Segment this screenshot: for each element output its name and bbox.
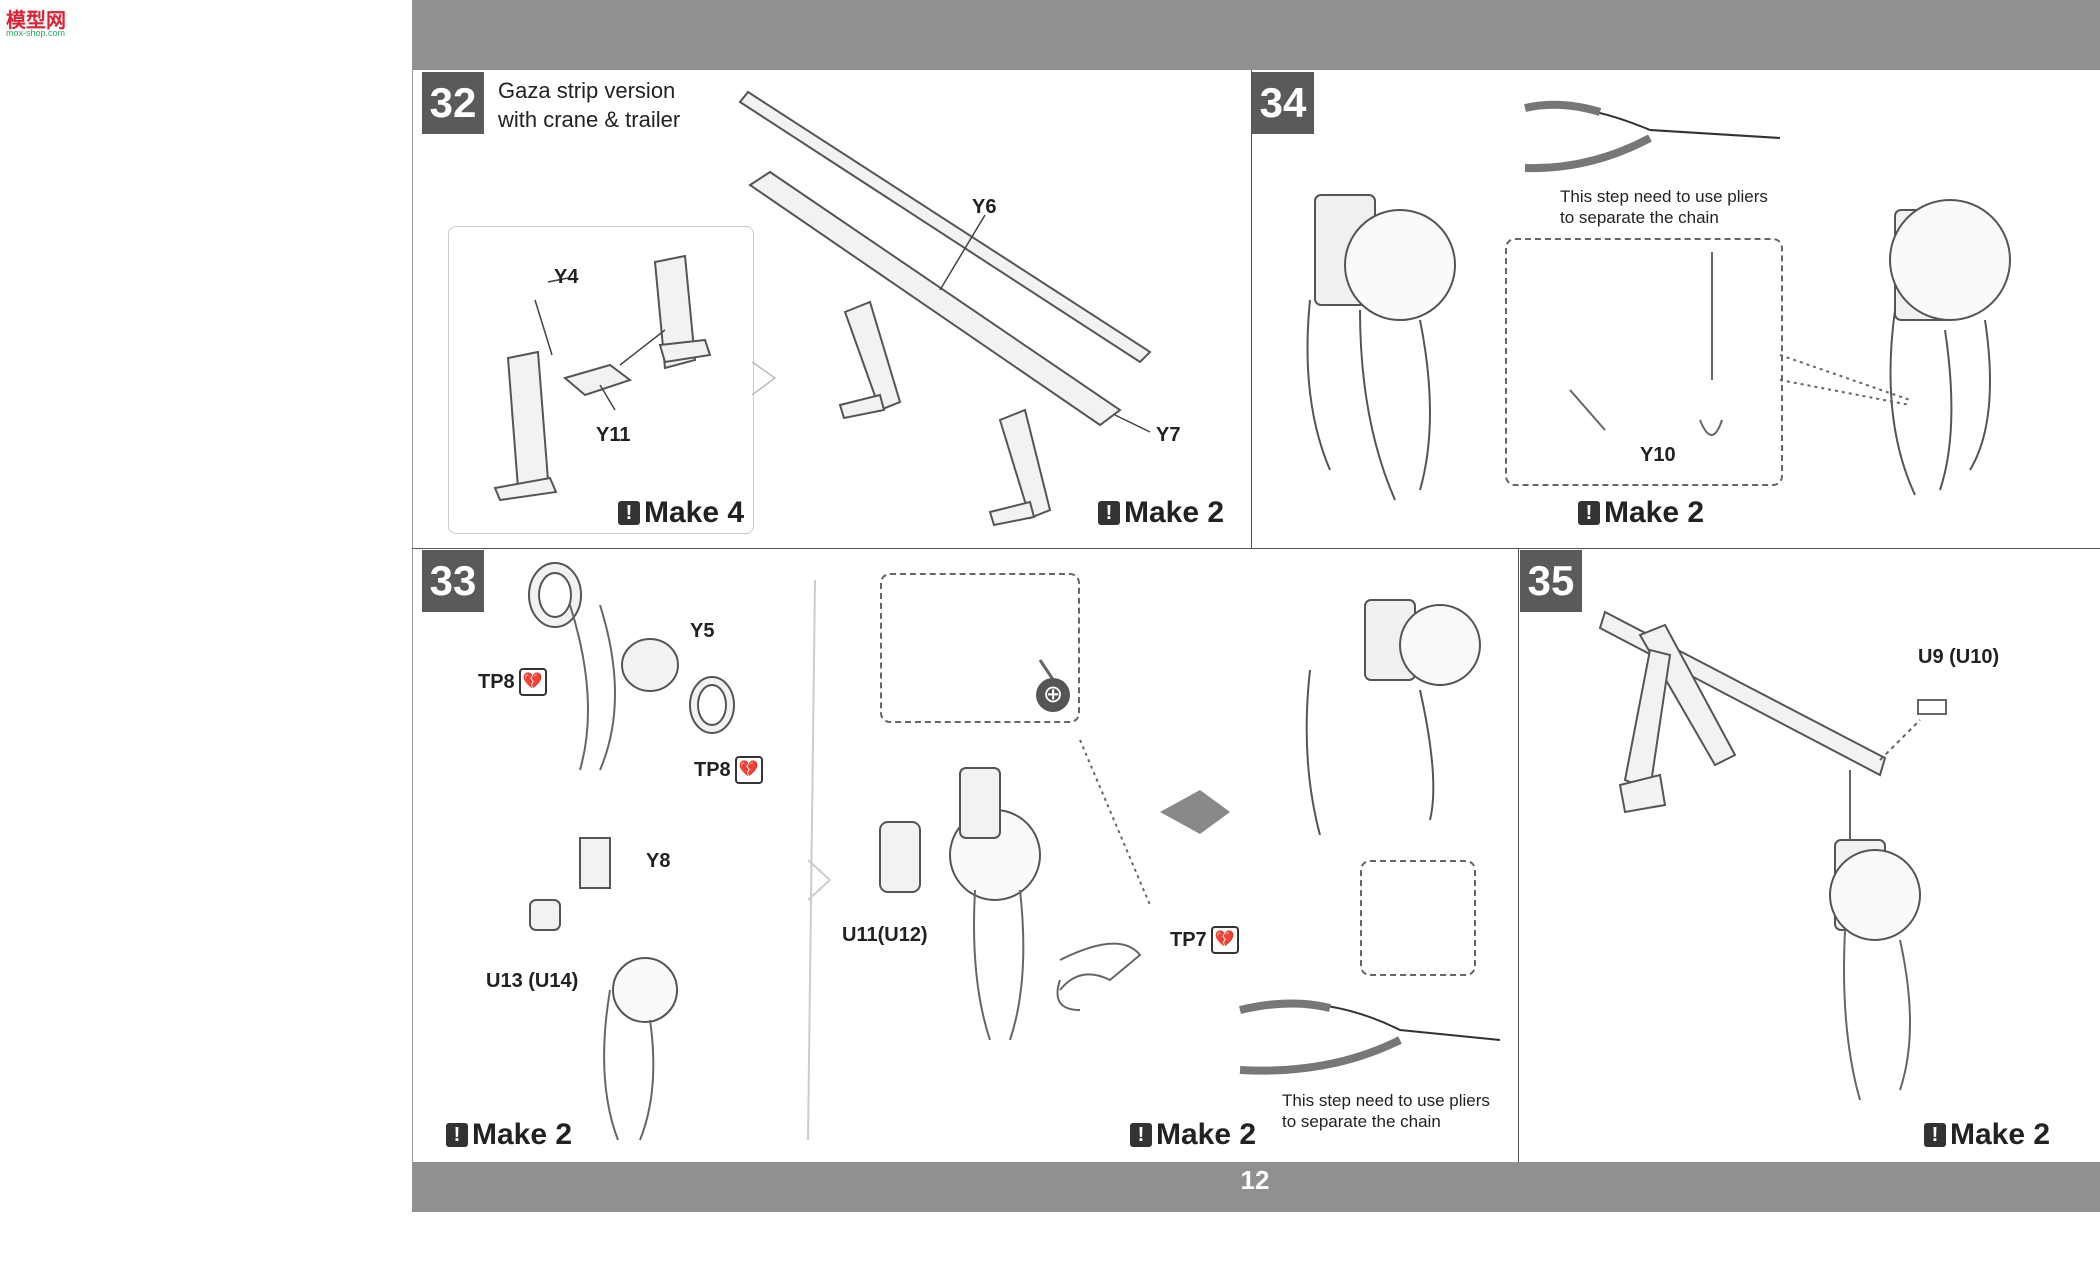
site-logo: 模型网 xyxy=(6,10,66,32)
broken-heart-icon: 💔 xyxy=(734,756,763,784)
page-number: 12 xyxy=(1240,1165,1270,1195)
part-label-y5: Y5 xyxy=(690,620,715,642)
exclamation-icon: ! xyxy=(1098,501,1120,525)
part-label-u11-u12: U11(U12) xyxy=(842,924,928,946)
broken-heart-icon: 💔 xyxy=(1210,926,1239,954)
arrow-right-icon xyxy=(1160,790,1230,834)
tp7-text: TP7 xyxy=(1170,928,1207,951)
part-label-y7: Y7 xyxy=(1156,424,1181,446)
part-label-u9-u10: U9 (U10) xyxy=(1918,646,2000,668)
exclamation-icon: ! xyxy=(618,501,640,525)
pliers-note-top: This step need to use pliers to separate… xyxy=(1560,186,1768,228)
detail-inset-chain xyxy=(1505,238,1783,486)
pliers-note-bottom: This step need to use pliers to separate… xyxy=(1282,1090,1490,1132)
col-divider-bottom xyxy=(1518,548,1519,1162)
step-number-34: 34 xyxy=(1252,72,1314,134)
pliers-note-line2: to separate the chain xyxy=(1282,1112,1441,1131)
subassembly-frame xyxy=(448,226,754,534)
make-2-label: ! Make 2 xyxy=(1578,496,1704,530)
broken-heart-icon: 💔 xyxy=(518,668,547,696)
step-32-title-line2: with crane & trailer xyxy=(498,107,681,132)
part-label-y10: Y10 xyxy=(1640,444,1676,466)
exclamation-icon: ! xyxy=(1924,1123,1946,1147)
pliers-icon xyxy=(1239,999,1501,1075)
pliers-note-line1: This step need to use pliers xyxy=(1560,187,1768,206)
part-label-y6: Y6 xyxy=(972,196,997,218)
make-text: Make 2 xyxy=(472,1118,573,1151)
tp8-text: TP8 xyxy=(478,670,515,693)
footer-band xyxy=(412,1162,2100,1212)
make-text: Make 2 xyxy=(1604,496,1705,529)
make-2-label: ! Make 2 xyxy=(1924,1118,2050,1152)
make-2-label: ! Make 2 xyxy=(1130,1118,1256,1152)
chain-detail-inset xyxy=(1360,860,1476,976)
part-label-tp7: TP7 💔 xyxy=(1170,926,1239,954)
col-divider-top xyxy=(1251,70,1252,548)
step-number-33: 33 xyxy=(422,550,484,612)
tp8-text: TP8 xyxy=(694,758,731,781)
make-text: Make 2 xyxy=(1124,496,1225,529)
make-2-label: ! Make 2 xyxy=(1098,496,1224,530)
exclamation-icon: ! xyxy=(446,1123,468,1147)
pliers-note-line1: This step need to use pliers xyxy=(1282,1091,1490,1110)
part-label-y8: Y8 xyxy=(646,850,671,872)
step-32-title-line1: Gaza strip version xyxy=(498,78,676,103)
step-number-32: 32 xyxy=(422,72,484,134)
step-number-35: 35 xyxy=(1520,550,1582,612)
exclamation-icon: ! xyxy=(1578,501,1600,525)
part-label-tp8-left: TP8 💔 xyxy=(478,668,547,696)
header-band xyxy=(412,0,2100,70)
pliers-note-line2: to separate the chain xyxy=(1560,208,1719,227)
part-label-u13-u14: U13 (U14) xyxy=(486,970,579,992)
part-label-tp8-right: TP8 💔 xyxy=(694,756,763,784)
part-label-y4: Y4 xyxy=(554,266,579,288)
make-4-label: ! Make 4 xyxy=(618,496,744,530)
magnifier-icon: ⊕ xyxy=(1036,678,1070,712)
make-text: Make 2 xyxy=(1156,1118,1257,1151)
make-text: Make 2 xyxy=(1950,1118,2051,1151)
row-divider xyxy=(412,548,2100,549)
zoom-detail-inset xyxy=(880,573,1080,723)
make-text: Make 4 xyxy=(644,496,745,529)
exclamation-icon: ! xyxy=(1130,1123,1152,1147)
site-logo-subtext: mox-shop.com xyxy=(6,28,66,38)
make-2-label: ! Make 2 xyxy=(446,1118,572,1152)
pliers-icon xyxy=(1524,100,1781,173)
instruction-sheet xyxy=(412,0,2100,1212)
part-label-y11: Y11 xyxy=(596,424,631,446)
